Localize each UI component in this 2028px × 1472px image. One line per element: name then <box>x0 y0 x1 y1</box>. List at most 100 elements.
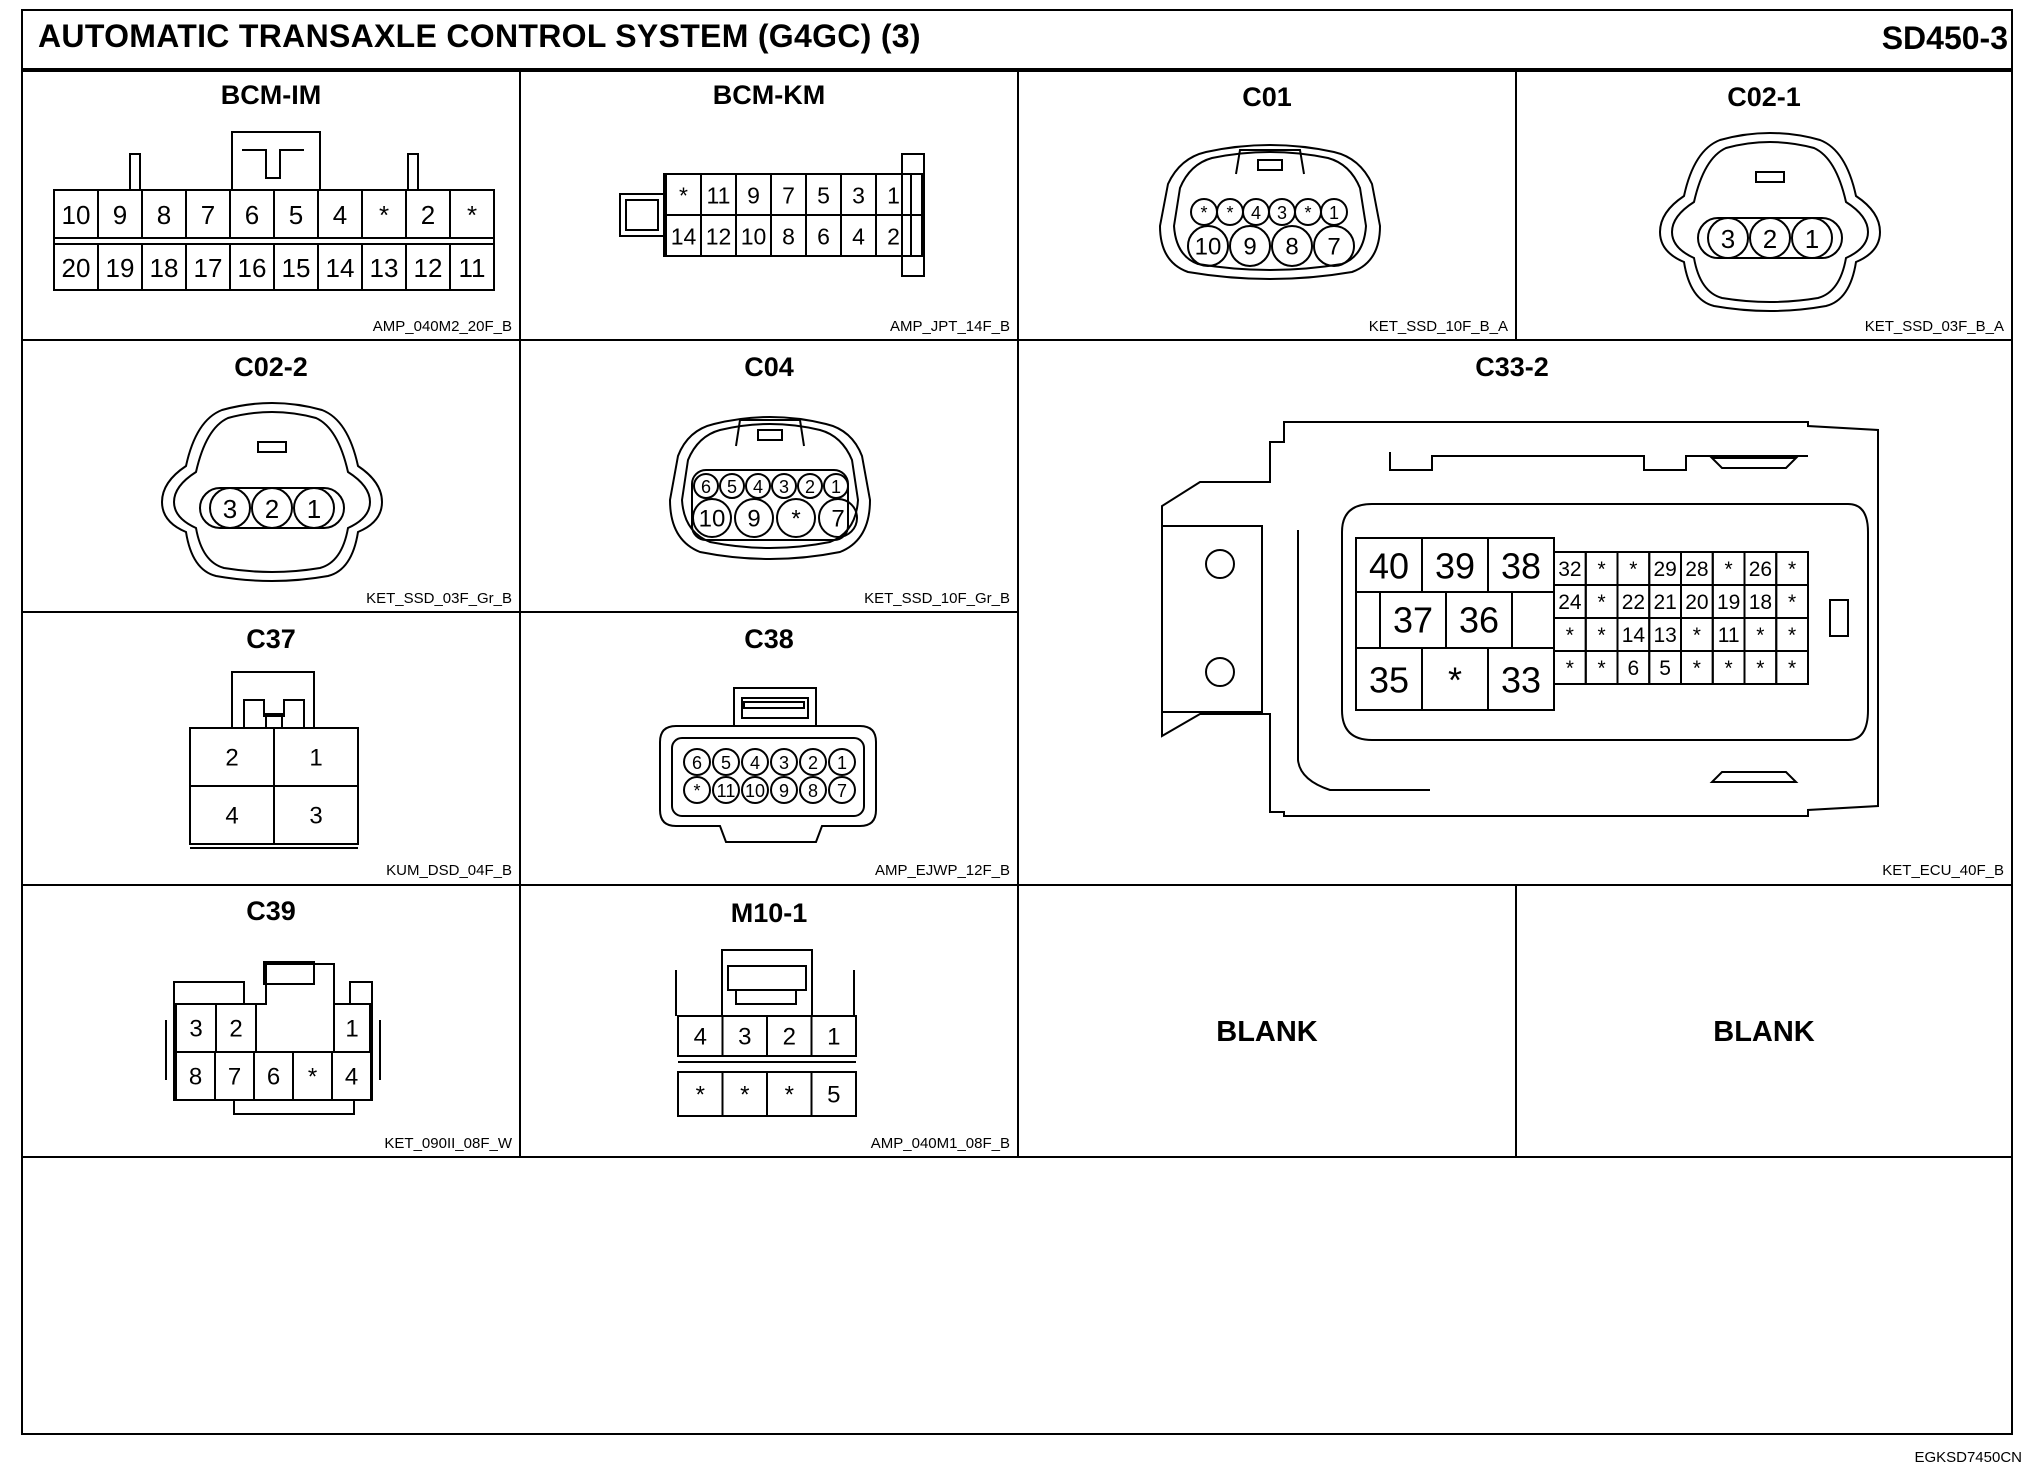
pin-label: * <box>1788 657 1796 680</box>
connector-code-c04: KET_SSD_10F_Gr_B <box>864 590 1010 607</box>
pin-label: 4 <box>852 224 865 250</box>
pin-label: 9 <box>747 506 760 533</box>
pin-label: 3 <box>1277 203 1287 223</box>
pin-label: 2 <box>229 1016 242 1043</box>
pin-label: 3 <box>852 183 865 209</box>
pin-label: 9 <box>1243 234 1256 261</box>
pin-label: * <box>1788 624 1796 647</box>
connector-c39-drawing <box>165 961 381 1115</box>
pin-label: 7 <box>1327 234 1340 261</box>
pin-label: 4 <box>750 753 760 773</box>
pin-label: * <box>1566 624 1574 647</box>
pin-label: 1 <box>1805 224 1819 254</box>
pin-label: 37 <box>1393 600 1433 641</box>
pin-label: 5 <box>1659 657 1671 680</box>
pin-circle <box>1707 217 1749 259</box>
pin-circle <box>799 776 827 804</box>
pin-circle <box>770 776 798 804</box>
pin-label: 4 <box>1251 203 1261 223</box>
pin-label: 1 <box>827 1024 840 1051</box>
connector-code-m10-1: AMP_040M1_08F_B <box>870 1135 1010 1152</box>
pin-label: * <box>308 1064 317 1091</box>
connector-c02-2-drawing <box>160 402 384 582</box>
pin-circle <box>293 487 335 529</box>
pin-circle <box>741 748 769 776</box>
connector-code-c38: AMP_EJWP_12F_B <box>874 862 1010 879</box>
pin-label: 2 <box>1763 224 1777 254</box>
pin-label: 11 <box>707 183 731 209</box>
pin-label: 1 <box>307 494 321 524</box>
pin-label: * <box>1725 558 1733 581</box>
pin-label: 9 <box>779 781 789 801</box>
pin-label: 10 <box>741 224 767 250</box>
pin-label: * <box>1756 657 1764 680</box>
blank-cell-label: BLANK <box>1713 1016 1815 1048</box>
pin-label: 8 <box>189 1064 202 1091</box>
pin-cell <box>331 1051 372 1101</box>
connector-code-c01: KET_SSD_10F_B_A <box>1368 318 1508 335</box>
pin-circle <box>251 487 293 529</box>
pin-label: 4 <box>225 803 238 830</box>
pin-label: 4 <box>753 477 763 497</box>
pin-label: 10 <box>62 200 91 230</box>
connector-title-c02-1: C02-1 <box>1727 82 1801 112</box>
pin-label: 2 <box>225 745 238 772</box>
pin-label: 40 <box>1369 546 1409 587</box>
pin-circle <box>1313 225 1355 267</box>
pin-label: 12 <box>414 253 443 283</box>
pin-label: 13 <box>1653 624 1676 647</box>
footer-code: EGKSD7450CN <box>1914 1449 2022 1466</box>
pin-label: * <box>1629 558 1637 581</box>
pin-circle <box>771 473 797 499</box>
pin-label: 7 <box>831 506 844 533</box>
pin-label: 10 <box>1195 234 1222 261</box>
pin-cell <box>449 189 495 239</box>
pin-label: 1 <box>309 745 322 772</box>
pin-label: 3 <box>309 803 322 830</box>
connector-code-c02-1: KET_SSD_03F_B_A <box>1864 318 2004 335</box>
pin-label: 10 <box>745 781 765 801</box>
pin-label: 3 <box>1721 224 1735 254</box>
pin-circle <box>209 487 251 529</box>
pin-label: 6 <box>1628 657 1640 680</box>
pin-label: 2 <box>783 1024 796 1051</box>
pin-circle <box>741 776 769 804</box>
pin-label: * <box>1448 660 1462 701</box>
pin-label: 35 <box>1369 660 1409 701</box>
pin-label: 2 <box>805 477 815 497</box>
pin-circle <box>683 748 711 776</box>
pin-label: * <box>740 1082 749 1109</box>
pin-label: 14 <box>671 224 697 250</box>
pin-label: 8 <box>782 224 795 250</box>
pin-label: 2 <box>808 753 818 773</box>
pin-label: 38 <box>1501 546 1541 587</box>
pin-label: 14 <box>1622 624 1646 647</box>
pin-label: 28 <box>1685 558 1708 581</box>
connector-code-c33-2: KET_ECU_40F_B <box>1882 862 2004 879</box>
pin-label: * <box>1304 203 1311 223</box>
pin-label: 3 <box>223 494 237 524</box>
pin-circle <box>693 473 719 499</box>
pin-label: 18 <box>150 253 179 283</box>
pin-label: 4 <box>694 1024 707 1051</box>
pin-circle <box>818 498 858 538</box>
pin-label: 5 <box>727 477 737 497</box>
pin-label: 11 <box>459 253 486 283</box>
pin-label: 1 <box>1329 203 1339 223</box>
pin-label: * <box>1598 591 1606 614</box>
connector-title-c38: C38 <box>744 624 794 654</box>
pin-circle <box>1229 225 1271 267</box>
pin-label: * <box>1566 657 1574 680</box>
connector-title-c02-2: C02-2 <box>234 352 308 382</box>
pin-label: * <box>1693 624 1701 647</box>
pin-label: 7 <box>782 183 795 209</box>
blank-cell-label: BLANK <box>1216 1016 1318 1048</box>
connector-title-c33-2: C33-2 <box>1475 352 1549 382</box>
pin-label: 9 <box>113 200 127 230</box>
pin-label: 39 <box>1435 546 1475 587</box>
pin-label: 3 <box>189 1016 202 1043</box>
